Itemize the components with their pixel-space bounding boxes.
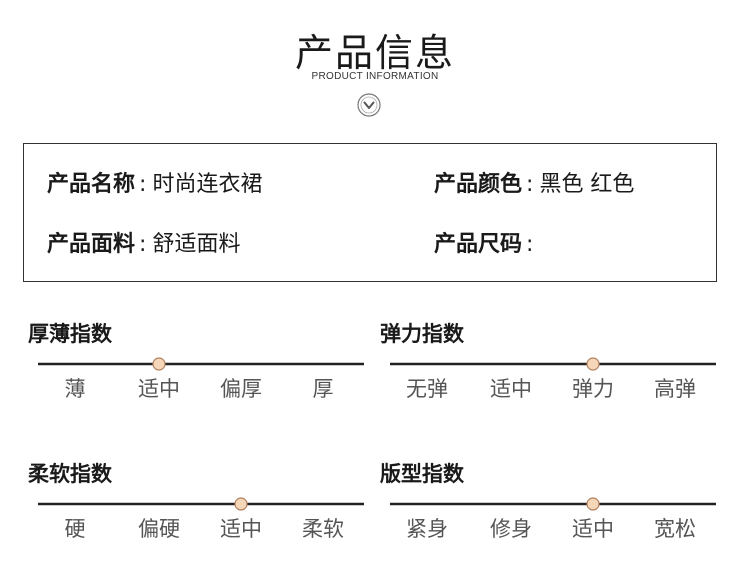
product-fabric-value: 舒适面料 [152,232,241,257]
product-name-row: 产品名称:时尚连衣裙 [47,166,262,198]
page-title: 产品信息 [294,31,455,75]
scale-track [38,497,364,511]
product-info-box: 产品名称:时尚连衣裙 产品颜色:黑色 红色 产品面料:舒适面料 产品尺码: [23,143,717,282]
softness-scale: 柔软指数硬 偏硬 适中 柔软 [28,458,364,561]
product-size-key: 产品尺码 [434,232,523,257]
product-color-sep: : [526,172,534,197]
scale-label: 适中 [572,517,614,541]
scale-marker [586,497,600,511]
fit-scale: 版型指数紧身 修身 适中 宽松 [380,458,716,561]
page-subtitle: PRODUCT INFORMATION [311,71,439,82]
product-name-key: 产品名称 [47,172,136,197]
product-size-row: 产品尺码: [434,226,539,258]
scale-label: 偏硬 [138,517,180,541]
elasticity-scale: 弹力指数无弹 适中 弹力 高弹 [380,318,716,428]
scale-label: 无弹 [406,377,448,401]
scale-track [390,357,716,371]
chevron-down-icon [357,93,381,117]
scale-label: 厚 [312,377,334,401]
product-fabric-row: 产品面料:舒适面料 [47,226,240,258]
scale-label: 弹力 [572,377,614,401]
scale-track [38,357,364,371]
scale-label: 宽松 [654,517,696,541]
scale-title: 柔软指数 [28,462,112,486]
scale-label: 偏厚 [220,377,262,401]
scale-marker [586,357,600,371]
product-color-row: 产品颜色:黑色 红色 [434,166,634,198]
product-name-sep: : [139,172,147,197]
product-fabric-sep: : [139,232,147,257]
scale-label: 适中 [490,377,532,401]
scale-label: 高弹 [654,377,696,401]
product-color-value: 黑色 红色 [539,172,635,197]
scale-track [390,497,716,511]
scale-label: 修身 [490,517,532,541]
product-size-sep: : [526,232,534,257]
scale-label: 适中 [138,377,180,401]
scale-title: 版型指数 [380,462,464,486]
product-name-value: 时尚连衣裙 [152,172,263,197]
scale-title: 厚薄指数 [28,322,112,346]
scale-label: 柔软 [302,517,344,541]
scale-marker [234,497,248,511]
scale-marker [152,357,166,371]
scale-title: 弹力指数 [380,322,464,346]
scale-label: 适中 [220,517,262,541]
scale-label: 紧身 [406,517,448,541]
product-color-key: 产品颜色 [434,172,523,197]
scale-label: 硬 [64,517,86,541]
product-fabric-key: 产品面料 [47,232,136,257]
scale-label: 薄 [64,377,86,401]
thickness-scale: 厚薄指数薄 适中 偏厚 厚 [28,318,364,428]
